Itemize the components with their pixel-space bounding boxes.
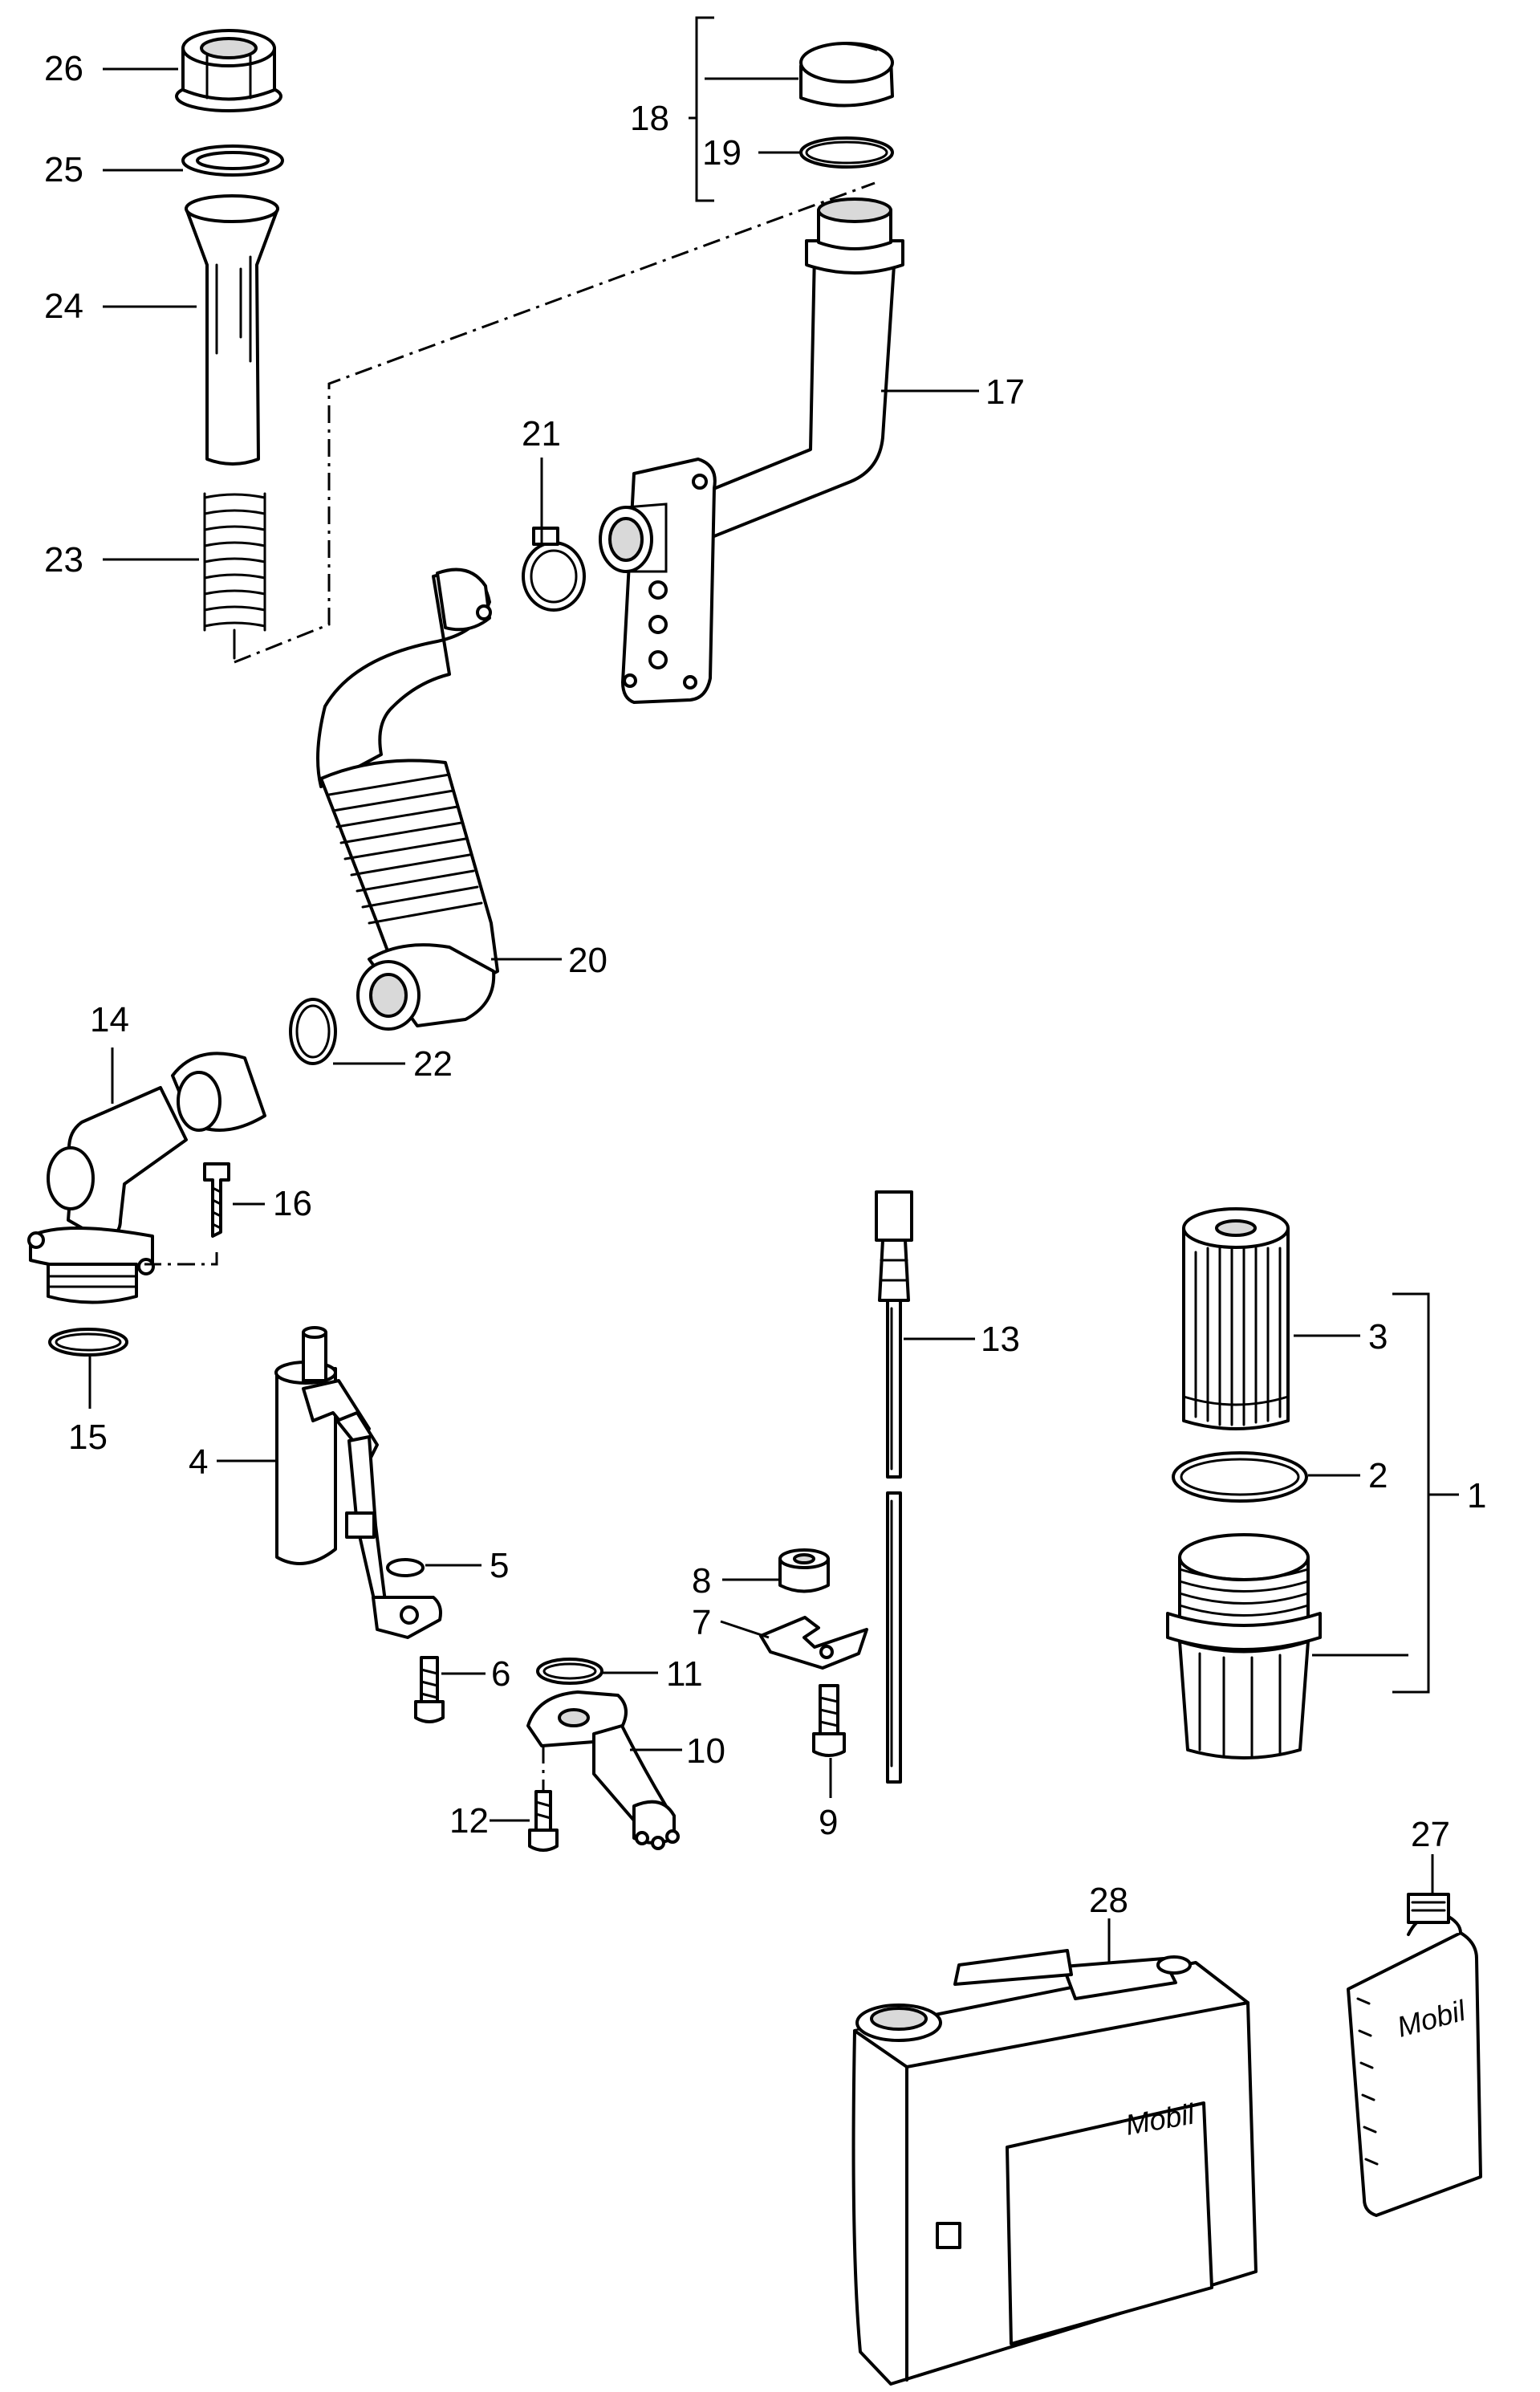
part-number-labels: 26 25 24 23 18 19 17 21 20 22 14 16 15 1… bbox=[44, 49, 1486, 1920]
label-19: 19 bbox=[702, 133, 742, 173]
label-8: 8 bbox=[692, 1561, 711, 1601]
part-22-o-ring bbox=[289, 998, 337, 1065]
label-16: 16 bbox=[273, 1184, 312, 1223]
label-12: 12 bbox=[449, 1801, 489, 1841]
part-25-seal-ring bbox=[181, 144, 284, 177]
label-6: 6 bbox=[491, 1654, 510, 1694]
label-2: 2 bbox=[1368, 1456, 1388, 1495]
label-13: 13 bbox=[981, 1320, 1020, 1359]
label-3: 3 bbox=[1368, 1317, 1388, 1357]
label-9: 9 bbox=[819, 1803, 838, 1842]
part-5-washer bbox=[386, 1558, 425, 1577]
leader-lines bbox=[88, 16, 1459, 1963]
label-28: 28 bbox=[1089, 1881, 1128, 1920]
part-23-spring bbox=[203, 492, 266, 660]
part-19-o-ring bbox=[799, 136, 894, 169]
part-9-screw bbox=[812, 1684, 846, 1757]
part-2-o-ring bbox=[1172, 1451, 1308, 1503]
label-5: 5 bbox=[490, 1546, 509, 1585]
part-24-guide-tube bbox=[185, 194, 279, 466]
label-21: 21 bbox=[522, 414, 561, 454]
part-16-screw bbox=[144, 1162, 230, 1266]
label-4: 4 bbox=[189, 1442, 208, 1482]
part-12-screw bbox=[528, 1746, 559, 1852]
label-15: 15 bbox=[68, 1418, 108, 1457]
label-27: 27 bbox=[1411, 1815, 1450, 1854]
label-26: 26 bbox=[44, 49, 83, 88]
part-13-dipstick bbox=[875, 1190, 913, 1784]
label-20: 20 bbox=[568, 941, 607, 980]
label-14: 14 bbox=[90, 1000, 129, 1039]
label-24: 24 bbox=[44, 287, 83, 326]
part-6-screw bbox=[414, 1656, 445, 1723]
part-21-hose-clamp bbox=[522, 527, 586, 612]
part-20-corrugated-hose bbox=[316, 567, 499, 1031]
part-10-suction-pipe bbox=[526, 1690, 680, 1850]
label-23: 23 bbox=[44, 540, 83, 580]
part-4-oil-level-sensor bbox=[274, 1326, 442, 1639]
part-28-oil-canister: Mobil bbox=[851, 1949, 1258, 2386]
part-7-bracket bbox=[759, 1616, 868, 1670]
part-8-spacer bbox=[778, 1548, 830, 1593]
label-17: 17 bbox=[985, 372, 1025, 412]
part-26-filler-nut bbox=[175, 29, 282, 112]
part-1-filter-housing bbox=[1166, 1533, 1322, 1759]
label-18: 18 bbox=[630, 99, 669, 138]
part-17-filler-pipe bbox=[599, 197, 904, 704]
part-11-o-ring bbox=[536, 1658, 603, 1685]
label-11: 11 bbox=[666, 1654, 703, 1694]
label-22: 22 bbox=[413, 1044, 453, 1084]
part-18-filler-cap bbox=[799, 42, 894, 108]
part-3-filter-element bbox=[1182, 1207, 1290, 1430]
part-15-o-ring bbox=[48, 1328, 128, 1357]
label-10: 10 bbox=[686, 1731, 725, 1771]
label-1: 1 bbox=[1467, 1476, 1486, 1515]
part-27-oil-bottle: Mobil bbox=[1347, 1893, 1482, 2217]
label-7: 7 bbox=[692, 1603, 711, 1642]
label-25: 25 bbox=[44, 150, 83, 189]
part-14-oil-return-fitting bbox=[27, 1052, 266, 1304]
